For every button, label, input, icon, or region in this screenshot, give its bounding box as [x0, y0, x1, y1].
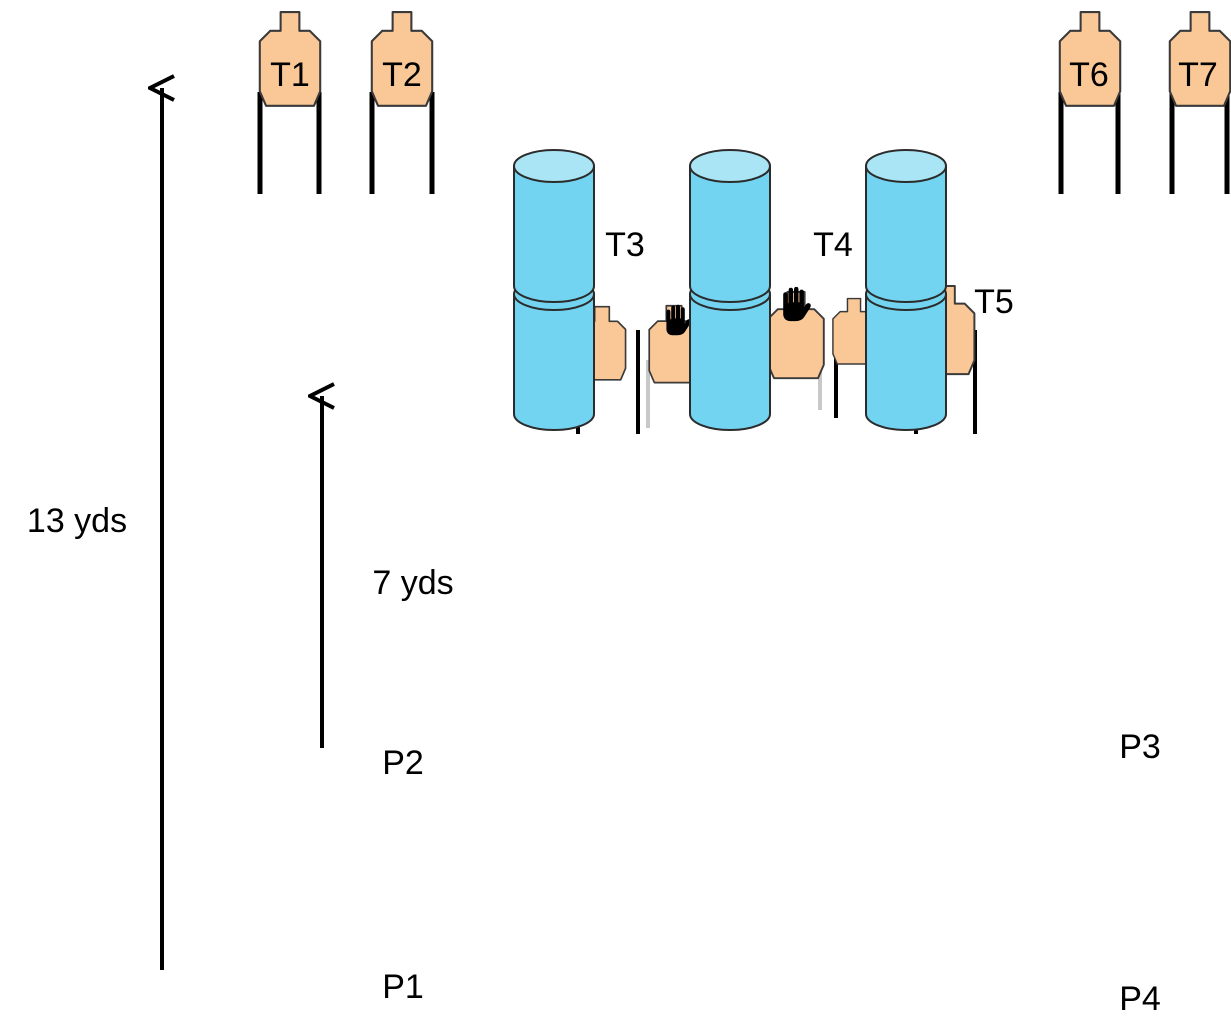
distance-label-short: 7 yds: [372, 564, 453, 602]
position-label-p3: P3: [1119, 728, 1161, 766]
position-label-p2: P2: [382, 744, 424, 782]
barrel-stack-2: [689, 149, 771, 431]
target-label-t7: T7: [1178, 56, 1218, 94]
position-label-p1: P1: [382, 968, 424, 1006]
barrel-stack-1: [513, 149, 595, 431]
distance-arrow-13yds: 13 yds: [27, 88, 162, 970]
barrel-icon: [865, 149, 947, 303]
target-label-t2: T2: [382, 56, 422, 94]
distance-label-long: 13 yds: [27, 502, 127, 540]
barricade-group: T3 T4 T5: [513, 149, 1014, 434]
target-t2: T2: [369, 10, 435, 194]
target-t7: T7: [1168, 10, 1231, 194]
target-label-t4: T4: [813, 226, 853, 264]
target-t5: T5: [916, 283, 1014, 376]
barrel-icon: [513, 149, 595, 303]
target-label-t3: T3: [605, 226, 645, 264]
target-t6: T6: [1058, 10, 1122, 194]
target-t3: T3: [577, 226, 645, 381]
barrel-stack-3: [865, 149, 947, 431]
barrel-icon: [689, 149, 771, 303]
position-label-p4: P4: [1119, 980, 1161, 1016]
target-label-t6: T6: [1069, 56, 1109, 94]
distance-arrow-7yds: 7 yds: [322, 396, 454, 748]
target-t4: T4: [813, 226, 876, 365]
target-label-t5: T5: [974, 283, 1014, 321]
no-shoot-target-2: [767, 286, 825, 380]
target-label-t1: T1: [270, 56, 310, 94]
target-t1: T1: [257, 10, 322, 194]
